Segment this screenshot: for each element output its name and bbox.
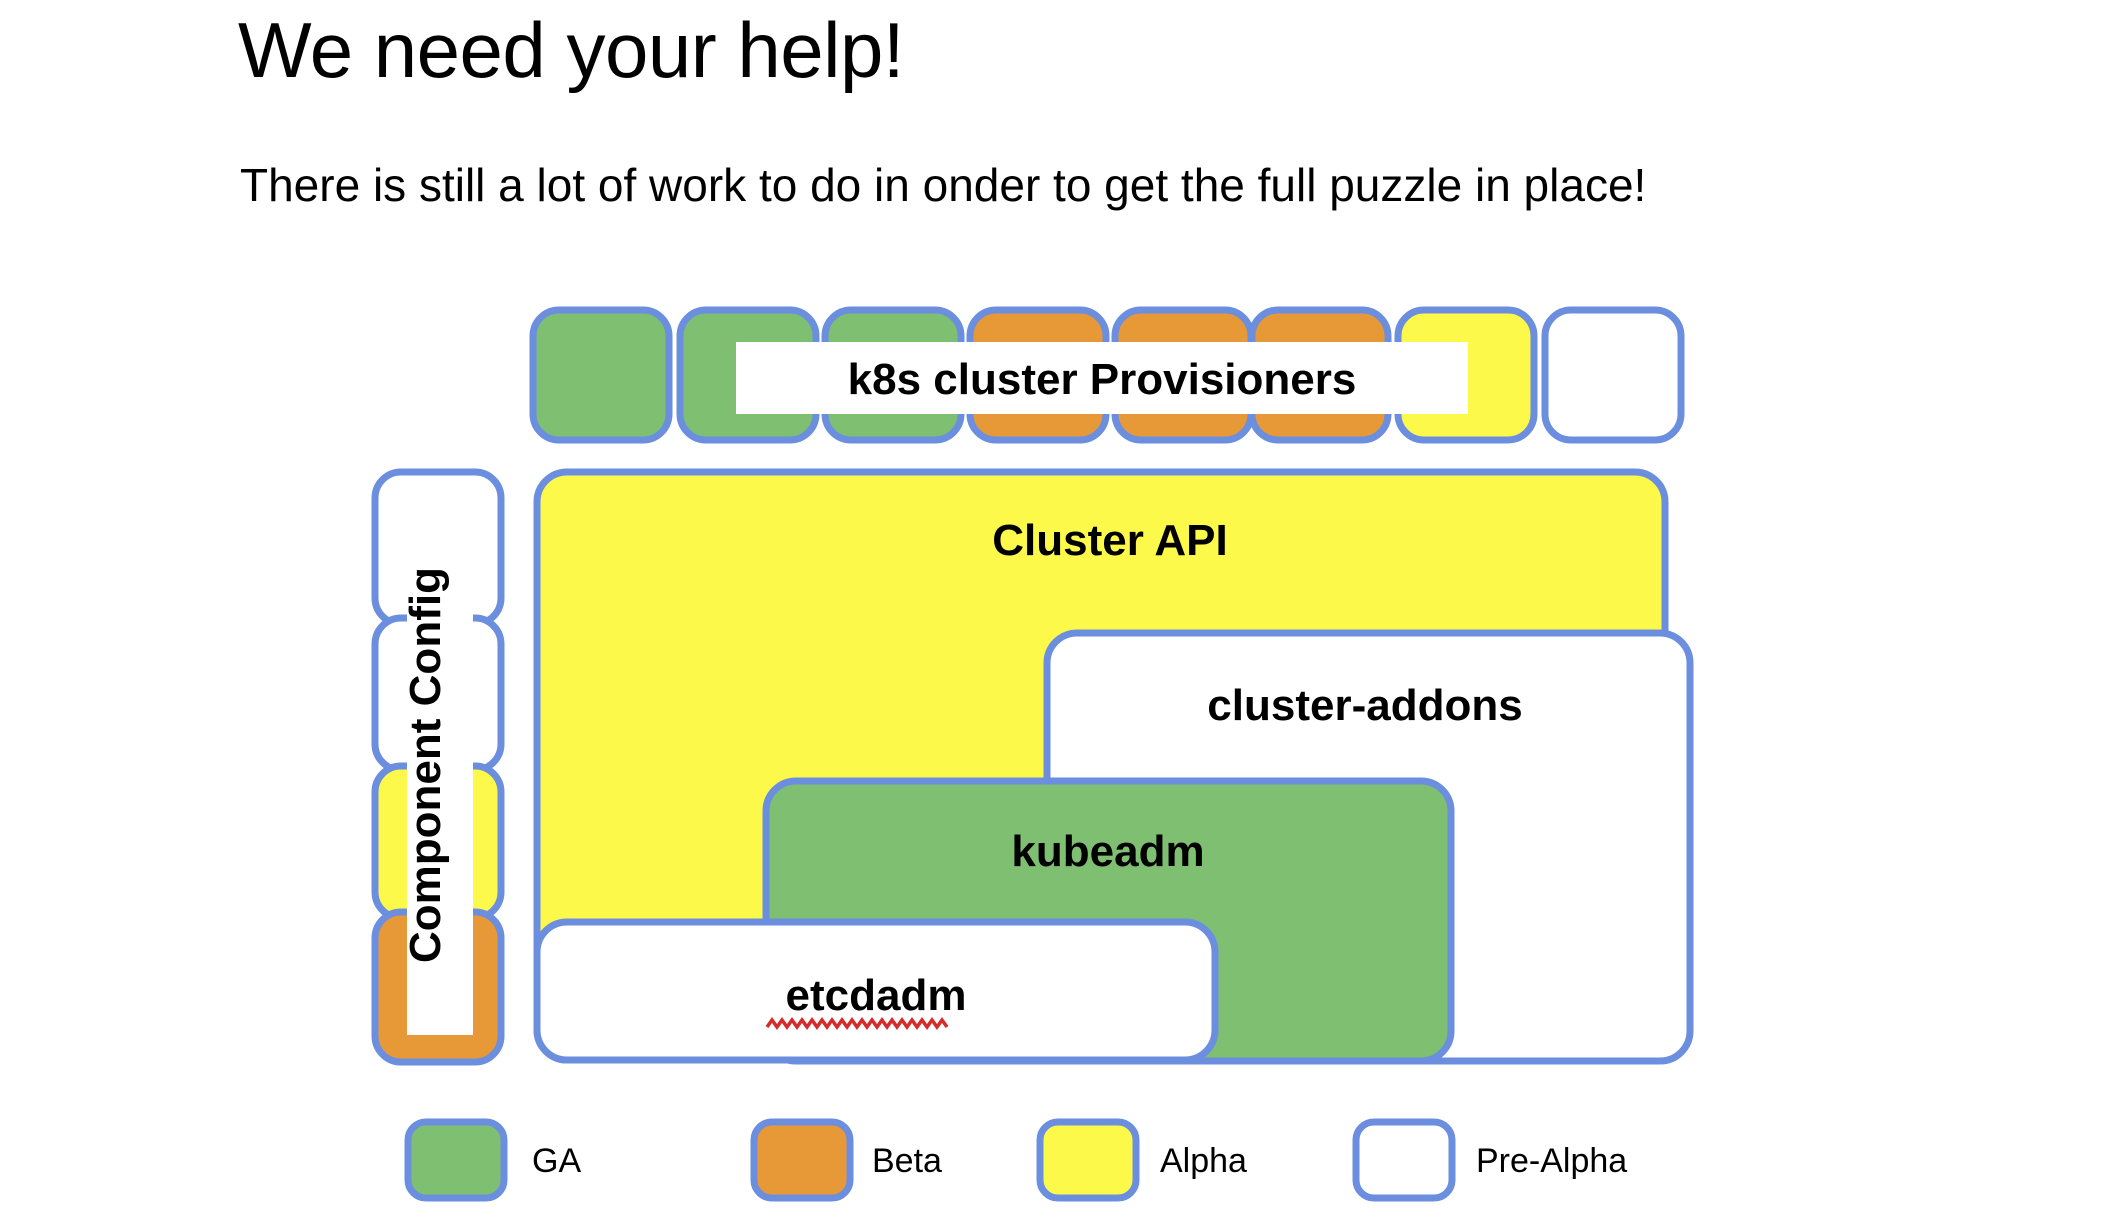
component-config-label: Component Config — [401, 567, 450, 963]
legend-swatch-pre-alpha — [1352, 1118, 1456, 1202]
legend-swatch-beta — [750, 1118, 854, 1202]
etcdadm-shape[interactable] — [533, 918, 1219, 1064]
provisioners-label-band — [736, 342, 1468, 414]
kubeadm-label: kubeadm — [1011, 827, 1204, 876]
provisioners-row: k8s cluster Provisioners — [529, 306, 1685, 444]
legend-item-ga: GA — [404, 1118, 581, 1202]
legend-label-ga: GA — [532, 1142, 581, 1180]
page-title: We need your help! — [238, 6, 905, 94]
legend-label-alpha: Alpha — [1160, 1142, 1247, 1180]
component-config-label-band — [407, 495, 473, 1035]
provisioner-tile-8[interactable] — [1541, 306, 1685, 444]
provisioner-tile-1[interactable] — [529, 306, 673, 444]
legend: GA Beta Alpha Pre-Alpha — [404, 1118, 1627, 1202]
cluster-api-label: Cluster API — [992, 516, 1228, 565]
legend-swatch-alpha — [1036, 1118, 1140, 1202]
legend-item-beta: Beta — [750, 1118, 942, 1202]
legend-item-pre-alpha: Pre-Alpha — [1352, 1118, 1627, 1202]
legend-swatch-ga — [404, 1118, 508, 1202]
etcdadm-block[interactable]: etcdadm — [533, 918, 1219, 1064]
spellcheck-squiggle-icon — [765, 1016, 949, 1031]
legend-label-pre-alpha: Pre-Alpha — [1476, 1142, 1627, 1180]
provisioners-label: k8s cluster Provisioners — [848, 355, 1357, 404]
etcdadm-label: etcdadm — [786, 971, 967, 1020]
page-subtitle: There is still a lot of work to do in on… — [240, 159, 1647, 211]
legend-label-beta: Beta — [872, 1142, 942, 1180]
component-config-column: Component Config — [371, 468, 505, 1066]
cluster-addons-label: cluster-addons — [1207, 681, 1522, 730]
legend-item-alpha: Alpha — [1036, 1118, 1247, 1202]
